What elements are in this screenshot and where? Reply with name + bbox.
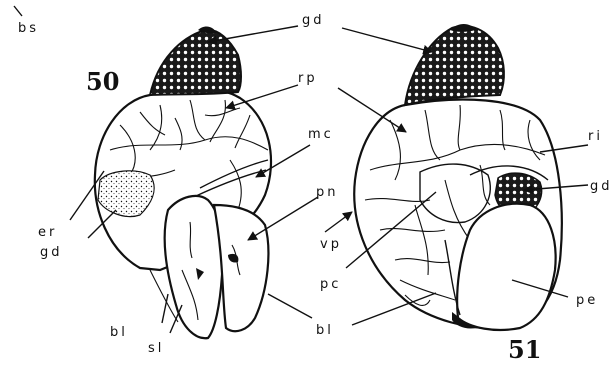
label-sl: sl — [148, 341, 164, 356]
foot-50 — [165, 196, 223, 338]
label-rp: rp — [298, 71, 318, 86]
label-bl-mid: bl — [316, 323, 334, 338]
digestive-gland-apex-51 — [405, 26, 504, 105]
label-bs: bs — [18, 21, 39, 36]
apex-tip-51 — [450, 24, 476, 32]
penis-region-50 — [214, 205, 268, 331]
label-pe: pe — [576, 293, 598, 308]
label-er: er — [38, 225, 57, 240]
digestive-gland-apex-50 — [150, 30, 241, 95]
label-vp: vp — [320, 237, 342, 252]
specimen-51 — [354, 24, 562, 330]
figure-number-51: 51 — [508, 335, 541, 364]
figure-number-50: 50 — [86, 67, 119, 96]
label-bl-left: bl — [110, 325, 128, 340]
specimen-50 — [95, 26, 271, 338]
label-pc: pc — [320, 277, 341, 292]
label-mc: mc — [308, 127, 334, 142]
label-gd-top: gd — [302, 13, 325, 28]
label-gd-left: gd — [40, 245, 63, 260]
label-pn: pn — [316, 185, 339, 200]
label-gd-right: gd — [590, 179, 613, 194]
label-ri: ri — [588, 129, 603, 144]
